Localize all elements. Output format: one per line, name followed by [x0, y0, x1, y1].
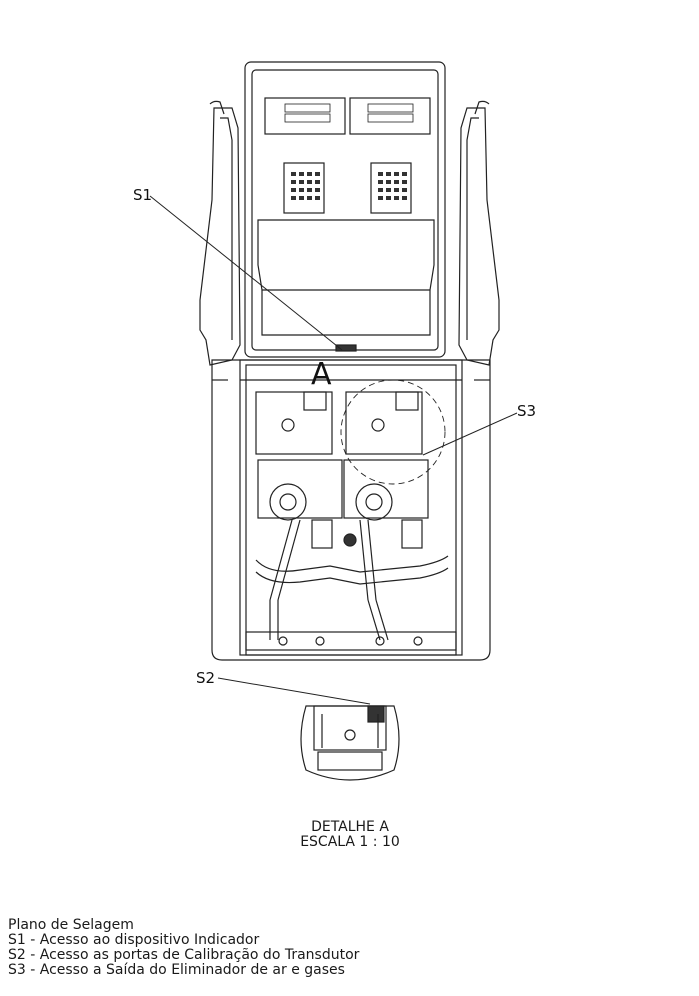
legend-item: S3 - Acesso a Saída do Eliminador de ar … [8, 962, 345, 978]
callout-s3: S3 [517, 402, 536, 420]
callout-s2: S2 [196, 669, 215, 687]
detail-title: DETALHE A [311, 819, 389, 835]
dispenser-front-view [199, 61, 500, 661]
detail-a-view [300, 705, 400, 781]
seal-plan-legend: Plano de Selagem S1 - Acesso ao disposit… [8, 918, 359, 978]
detail-scale: ESCALA 1 : 10 [300, 834, 400, 850]
leader-lines [149, 195, 518, 705]
legend-item: S1 - Acesso ao dispositivo Indicador [8, 932, 260, 948]
detail-marker-letter: A [311, 357, 332, 392]
callout-s1: S1 [133, 186, 152, 204]
detail-caption: DETALHE A ESCALA 1 : 10 [240, 820, 460, 850]
legend-item: S2 - Acesso as portas de Calibração do T… [8, 947, 360, 963]
legend-heading: Plano de Selagem [8, 917, 134, 933]
